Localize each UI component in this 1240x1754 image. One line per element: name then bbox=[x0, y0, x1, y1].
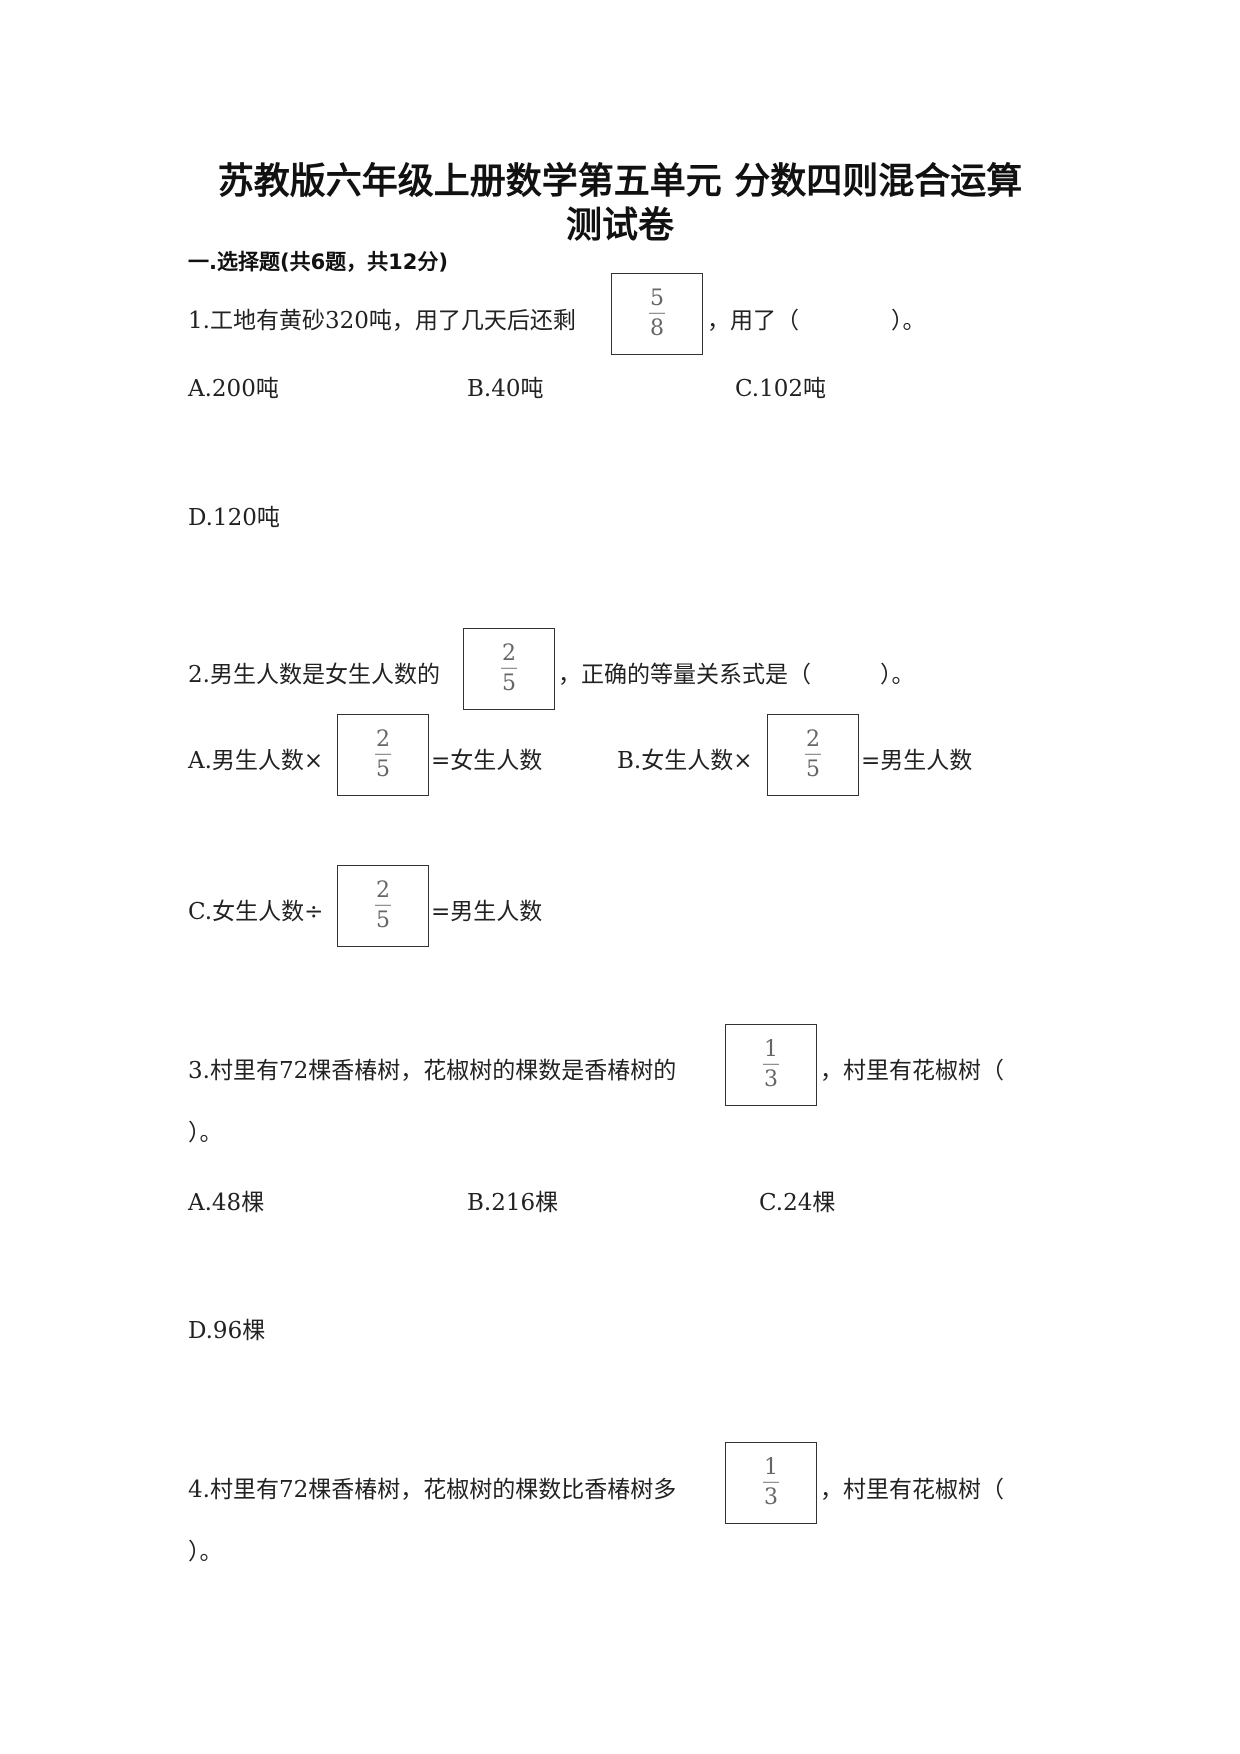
fraction-denominator: 5 bbox=[376, 908, 390, 934]
option-b[interactable]: B.40吨 bbox=[467, 376, 544, 402]
option-a-text-end: =女生人数 bbox=[431, 748, 543, 774]
page-title: 苏教版六年级上册数学第五单元 分数四则混合运算 bbox=[217, 161, 1023, 202]
option-a[interactable]: A.200吨 bbox=[188, 376, 279, 402]
fraction-numerator: 2 bbox=[502, 640, 516, 666]
fraction-numerator: 1 bbox=[764, 1036, 778, 1062]
fraction-denominator: 5 bbox=[806, 757, 820, 783]
option-b-text: B.女生人数× bbox=[617, 748, 753, 774]
fraction: 1 3 bbox=[763, 1036, 779, 1093]
fraction-box: 1 3 bbox=[725, 1442, 817, 1524]
fraction-bar bbox=[763, 1063, 779, 1066]
page-title-line2: 测试卷 bbox=[565, 205, 674, 246]
fraction-numerator: 2 bbox=[806, 726, 820, 752]
option-c-text: C.女生人数÷ bbox=[188, 899, 324, 925]
fraction: 2 5 bbox=[501, 640, 517, 697]
option-c[interactable]: C.102吨 bbox=[735, 376, 826, 402]
question-3-text-end: ，村里有花椒树（ bbox=[820, 1058, 1004, 1084]
fraction-bar bbox=[649, 312, 665, 315]
fraction-bar bbox=[763, 1481, 779, 1484]
option-c[interactable]: C.24棵 bbox=[759, 1190, 836, 1216]
fraction-denominator: 5 bbox=[502, 671, 516, 697]
option-b-text-end: =男生人数 bbox=[861, 748, 973, 774]
fraction-denominator: 3 bbox=[764, 1485, 778, 1511]
fraction-numerator: 1 bbox=[764, 1454, 778, 1480]
fraction-box: 2 5 bbox=[463, 628, 555, 710]
question-4-text-end: ，村里有花椒树（ bbox=[820, 1477, 1004, 1503]
fraction-denominator: 3 bbox=[764, 1067, 778, 1093]
option-a-text: A.男生人数× bbox=[188, 748, 324, 774]
fraction-numerator: 2 bbox=[376, 726, 390, 752]
fraction-box: 2 5 bbox=[767, 714, 859, 796]
option-a[interactable]: A.48棵 bbox=[188, 1190, 265, 1216]
fraction-numerator: 5 bbox=[650, 285, 664, 311]
option-d[interactable]: D.96棵 bbox=[188, 1318, 266, 1344]
fraction-denominator: 8 bbox=[650, 316, 664, 342]
fraction: 1 3 bbox=[763, 1454, 779, 1511]
fraction-bar bbox=[805, 753, 821, 756]
fraction-box: 2 5 bbox=[337, 865, 429, 947]
fraction-bar bbox=[501, 667, 517, 670]
fraction-box: 2 5 bbox=[337, 714, 429, 796]
question-1-text: 1.工地有黄砂320吨，用了几天后还剩 bbox=[188, 308, 576, 334]
question-3-text: 3.村里有72棵香椿树，花椒树的棵数是香椿树的 bbox=[188, 1058, 677, 1084]
fraction: 2 5 bbox=[805, 726, 821, 783]
section-heading: 一.选择题(共6题，共12分) bbox=[188, 250, 449, 274]
question-4-text: 4.村里有72棵香椿树，花椒树的棵数比香椿树多 bbox=[188, 1477, 677, 1503]
fraction-bar bbox=[375, 753, 391, 756]
fraction-box: 5 8 bbox=[611, 273, 703, 355]
option-d[interactable]: D.120吨 bbox=[188, 505, 280, 531]
fraction-denominator: 5 bbox=[376, 757, 390, 783]
fraction-numerator: 2 bbox=[376, 877, 390, 903]
question-2-text-end: ，正确的等量关系式是（ ）。 bbox=[558, 662, 915, 688]
fraction-bar bbox=[375, 904, 391, 907]
fraction: 2 5 bbox=[375, 726, 391, 783]
question-1-text-end: ，用了（ ）。 bbox=[707, 308, 926, 334]
question-2-text: 2.男生人数是女生人数的 bbox=[188, 662, 440, 688]
fraction: 2 5 bbox=[375, 877, 391, 934]
fraction: 5 8 bbox=[649, 285, 665, 342]
fraction-box: 1 3 bbox=[725, 1024, 817, 1106]
question-3-text-wrap: ）。 bbox=[188, 1120, 223, 1146]
question-4-text-wrap: ）。 bbox=[188, 1539, 223, 1565]
option-b[interactable]: B.216棵 bbox=[467, 1190, 559, 1216]
option-c-text-end: =男生人数 bbox=[431, 899, 543, 925]
